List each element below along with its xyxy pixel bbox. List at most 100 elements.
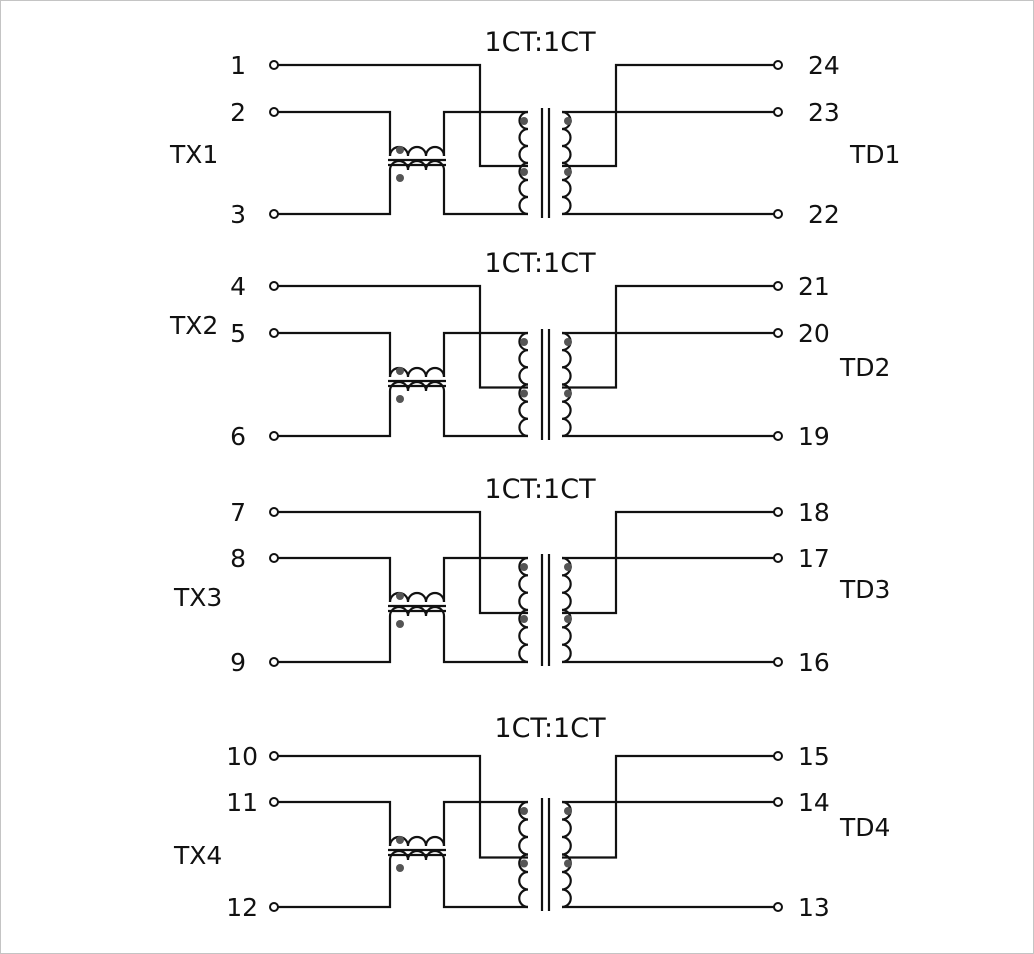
pin-label: 2 bbox=[230, 98, 246, 127]
pin-label: 19 bbox=[798, 422, 830, 451]
pin-label: 21 bbox=[798, 272, 830, 301]
terminal-right bbox=[773, 553, 783, 563]
terminal-right bbox=[773, 281, 783, 291]
terminal-left bbox=[269, 107, 279, 117]
pin-label: 8 bbox=[230, 544, 246, 573]
wire-choke-lower-out bbox=[442, 391, 528, 438]
pin-label: 20 bbox=[798, 319, 830, 348]
tx-label: TX3 bbox=[173, 583, 222, 612]
pin-label: 24 bbox=[808, 51, 840, 80]
polarity-dot bbox=[520, 859, 528, 868]
polarity-dot bbox=[396, 592, 404, 600]
polarity-dot bbox=[396, 395, 404, 403]
wire-choke-lower-out bbox=[442, 170, 528, 216]
wire-pin-top-right bbox=[562, 754, 778, 859]
terminal-left bbox=[269, 507, 279, 517]
turns-ratio-label: 1CT:1CT bbox=[484, 474, 596, 505]
wire-pin-top-left bbox=[274, 63, 528, 168]
terminal-left bbox=[269, 328, 279, 338]
wire-pin-top-right bbox=[562, 63, 778, 168]
pin-label: 5 bbox=[230, 319, 246, 348]
pin-label: 9 bbox=[230, 648, 246, 677]
pin-label: 4 bbox=[230, 272, 246, 301]
wire-choke-upper-out bbox=[442, 556, 528, 602]
polarity-dot bbox=[564, 859, 572, 868]
terminal-right bbox=[773, 60, 783, 70]
polarity-dot bbox=[564, 615, 572, 623]
td-label: TD3 bbox=[839, 575, 890, 604]
td-label: TD1 bbox=[849, 140, 900, 169]
polarity-dot bbox=[520, 168, 528, 176]
primary-winding-upper bbox=[518, 110, 529, 165]
polarity-dot bbox=[564, 168, 572, 176]
terminal-left bbox=[269, 657, 279, 667]
terminal-left bbox=[269, 902, 279, 912]
terminal-left bbox=[269, 209, 279, 219]
polarity-dot bbox=[396, 174, 404, 182]
pin-label: 15 bbox=[798, 742, 830, 771]
wire-pin-top-right bbox=[562, 510, 778, 615]
pin-label: 18 bbox=[798, 498, 830, 527]
turns-ratio-label: 1CT:1CT bbox=[484, 27, 596, 58]
wire-pin-mid-left bbox=[274, 331, 392, 377]
polarity-dot bbox=[564, 807, 572, 815]
polarity-dot bbox=[396, 836, 404, 844]
terminal-left bbox=[269, 60, 279, 70]
polarity-dot bbox=[520, 338, 528, 346]
primary-winding-lower bbox=[518, 853, 529, 909]
pin-label: 7 bbox=[230, 498, 246, 527]
wire-pin-top-left bbox=[274, 754, 528, 859]
turns-ratio-label: 1CT:1CT bbox=[484, 248, 596, 279]
terminal-right bbox=[773, 431, 783, 441]
tx-label: TX2 bbox=[169, 311, 218, 340]
polarity-dot bbox=[520, 117, 528, 125]
pin-label: 23 bbox=[808, 98, 840, 127]
polarity-dot bbox=[564, 389, 572, 398]
primary-winding-upper bbox=[518, 556, 529, 612]
wire-pin-mid-left bbox=[274, 800, 392, 846]
turns-ratio-label: 1CT:1CT bbox=[494, 713, 606, 744]
terminal-right bbox=[773, 107, 783, 117]
terminal-right bbox=[773, 507, 783, 517]
polarity-dot bbox=[564, 338, 572, 346]
polarity-dot bbox=[396, 620, 404, 628]
pin-label: 17 bbox=[798, 544, 830, 573]
primary-winding-upper bbox=[518, 331, 529, 386]
polarity-dot bbox=[564, 563, 572, 571]
td-label: TD4 bbox=[839, 813, 890, 842]
primary-winding-lower bbox=[518, 161, 529, 216]
pin-label: 10 bbox=[226, 742, 258, 771]
wire-pin-top-left bbox=[274, 510, 528, 615]
terminal-right bbox=[773, 657, 783, 667]
wire-pin-bot-left bbox=[274, 170, 392, 216]
polarity-dot bbox=[396, 146, 404, 154]
terminal-left bbox=[269, 751, 279, 761]
terminal-left bbox=[269, 553, 279, 563]
pin-label: 11 bbox=[226, 788, 258, 817]
terminal-left bbox=[269, 431, 279, 441]
wire-pin-bot-left bbox=[274, 616, 392, 664]
polarity-dot bbox=[520, 807, 528, 815]
wire-pin-bot-left bbox=[274, 860, 392, 909]
wire-choke-upper-out bbox=[442, 331, 528, 377]
terminal-left bbox=[269, 797, 279, 807]
pin-label: 22 bbox=[808, 200, 840, 229]
primary-winding-upper bbox=[518, 800, 529, 856]
polarity-dot bbox=[396, 864, 404, 872]
polarity-dot bbox=[396, 367, 404, 375]
tx-label: TX4 bbox=[173, 841, 222, 870]
td-label: TD2 bbox=[839, 353, 890, 382]
terminal-right bbox=[773, 797, 783, 807]
pin-label: 13 bbox=[798, 893, 830, 922]
pin-label: 6 bbox=[230, 422, 246, 451]
pin-label: 3 bbox=[230, 200, 246, 229]
wire-choke-upper-out bbox=[442, 110, 528, 156]
wire-choke-lower-out bbox=[442, 860, 528, 909]
wire-choke-lower-out bbox=[442, 616, 528, 664]
